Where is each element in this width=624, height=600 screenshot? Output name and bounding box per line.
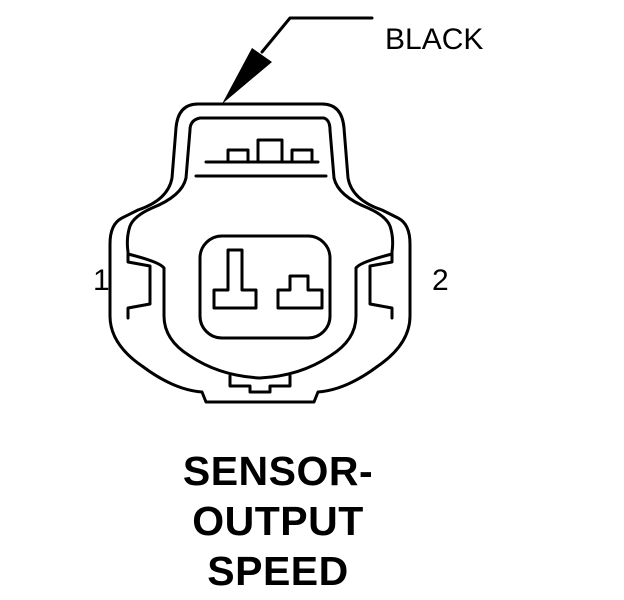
- wire-color-label: BLACK: [385, 23, 483, 56]
- arrowhead-icon: [222, 48, 272, 104]
- caption-line-1: SENSOR-: [182, 448, 374, 494]
- pin-2-label: 2: [432, 264, 449, 297]
- locking-latch: [194, 138, 328, 178]
- bottom-key: [228, 374, 292, 394]
- leader-line: [260, 16, 374, 54]
- side-tab-right: [368, 252, 394, 320]
- side-tab-left: [126, 252, 152, 320]
- wire-color-callout: BLACK: [222, 16, 483, 104]
- connector-body: [108, 102, 412, 404]
- terminal-pin-2: [276, 274, 324, 310]
- terminal-pin-1: [212, 248, 258, 310]
- connector-hood: [125, 116, 395, 380]
- connector-outer-shell: [108, 102, 412, 404]
- terminal-cavity: [198, 234, 332, 340]
- caption-line-2: OUTPUT: [192, 498, 364, 544]
- caption-line-3: SPEED: [207, 548, 349, 594]
- pin-1-label: 1: [93, 264, 110, 297]
